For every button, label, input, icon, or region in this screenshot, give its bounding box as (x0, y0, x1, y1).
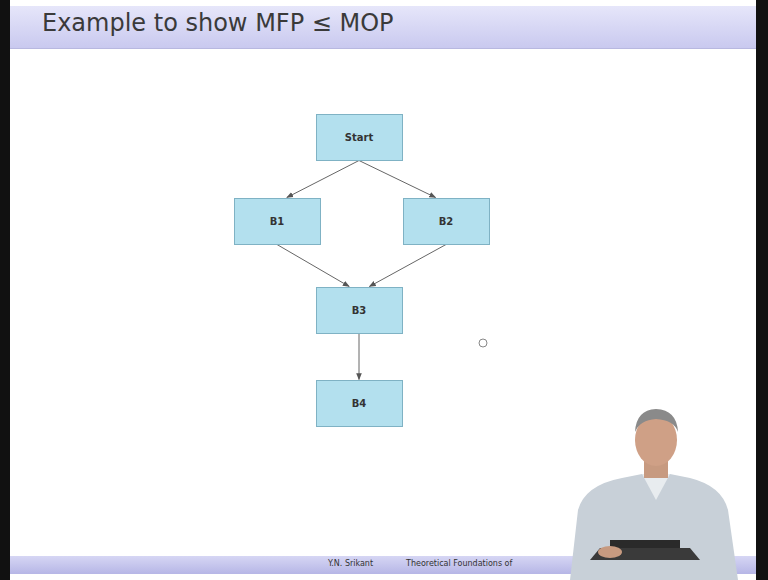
flow-block: Start (316, 114, 403, 161)
flow-arrow (277, 245, 349, 287)
block-label: B3 (352, 305, 367, 316)
presenter (570, 409, 738, 580)
slide: Example to show MFP ≤ MOP Y.N. Srikant Th… (10, 0, 756, 580)
footer-text: Y.N. Srikant (328, 559, 373, 568)
cursor-dot (479, 339, 487, 347)
flow-block: B2 (403, 198, 490, 245)
footer-text: Theoretical Foundations of (406, 559, 512, 568)
block-label: B4 (352, 398, 367, 409)
flow-block: B3 (316, 287, 403, 334)
flow-arrow (359, 161, 436, 198)
block-label: Start (345, 132, 373, 143)
flow-block: B4 (316, 380, 403, 427)
flow-arrow (287, 161, 359, 198)
block-label: B2 (439, 216, 454, 227)
flow-block: B1 (234, 198, 321, 245)
block-label: B1 (270, 216, 285, 227)
flow-arrow (369, 245, 446, 287)
flow-arrow (359, 334, 360, 380)
slide-title: Example to show MFP ≤ MOP (42, 9, 394, 37)
